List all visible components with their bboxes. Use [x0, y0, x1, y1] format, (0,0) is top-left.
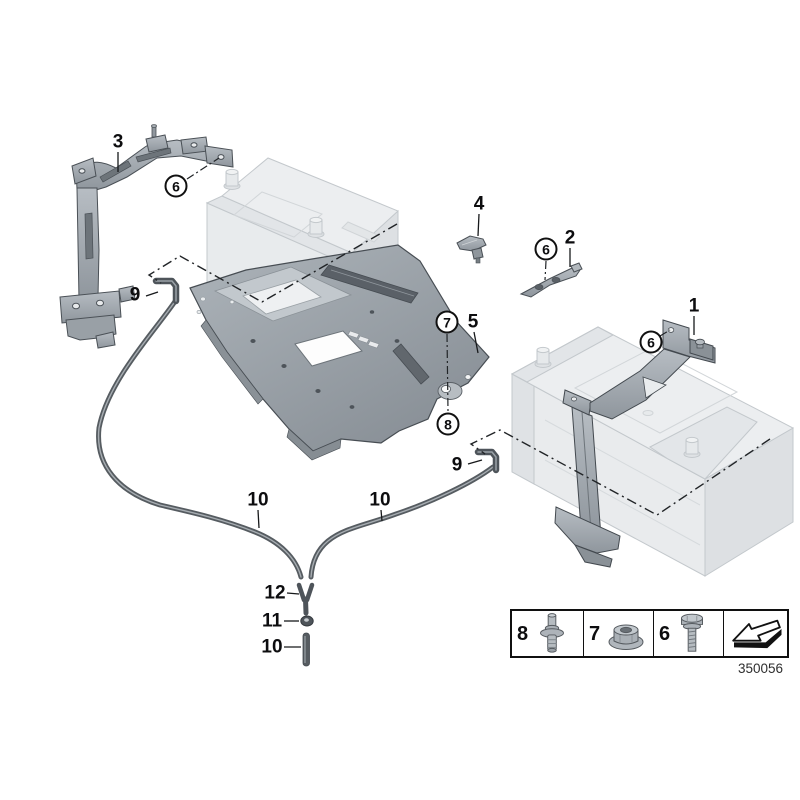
callout-10-bottom[interactable]: 10 — [261, 636, 283, 658]
legend-item-8: 8 — [512, 611, 584, 656]
callout-7-circled[interactable]: 7 — [435, 310, 459, 334]
legend-number-6: 6 — [659, 622, 671, 645]
callout-10-left[interactable]: 10 — [247, 489, 269, 511]
battery-tray — [189, 244, 490, 461]
elbow-connector-left — [152, 277, 180, 305]
callout-2[interactable]: 2 — [564, 227, 576, 249]
callout-1[interactable]: 1 — [688, 295, 700, 317]
callout-8-circled[interactable]: 8 — [436, 412, 460, 436]
rear-battery-bracket — [59, 124, 234, 349]
callout-11[interactable]: 11 — [261, 610, 283, 632]
callout-6-circled-side[interactable]: 6 — [534, 237, 558, 261]
y-connector — [296, 582, 315, 616]
vent-hose-assembly — [96, 277, 500, 667]
callout-6-circled-front[interactable]: 6 — [639, 330, 663, 354]
callout-4[interactable]: 4 — [473, 193, 485, 215]
terminal-clip — [456, 235, 487, 264]
callout-10-right[interactable]: 10 — [369, 489, 391, 511]
diagram-number: 350056 — [737, 661, 783, 676]
legend-number-8: 8 — [517, 622, 529, 645]
callout-9-left[interactable]: 9 — [129, 284, 141, 306]
side-bracket — [519, 262, 583, 298]
callout-6-circled-rear[interactable]: 6 — [164, 174, 188, 198]
locator-line-left — [147, 223, 398, 303]
stud-rivet-icon — [540, 612, 565, 653]
callout-12[interactable]: 12 — [264, 582, 286, 604]
callout-3[interactable]: 3 — [112, 131, 124, 153]
vent-tube — [302, 632, 310, 667]
legend-number-7: 7 — [589, 622, 601, 645]
legend-item-6: 6 — [654, 611, 724, 656]
hex-bolt-icon — [681, 613, 704, 652]
legend-item-7: 7 — [584, 611, 654, 656]
callout-5[interactable]: 5 — [467, 311, 479, 333]
grommet — [300, 615, 314, 627]
legend-item-direction — [724, 611, 787, 656]
fastener-legend: 8 7 — [510, 609, 789, 658]
battery-strap-bracket — [554, 319, 716, 568]
leader-lines — [117, 152, 695, 648]
flange-nut-icon — [608, 624, 644, 650]
direction-arrow-icon — [732, 619, 782, 648]
callout-9-right[interactable]: 9 — [451, 454, 463, 476]
locator-lines — [147, 157, 771, 516]
locator-line-right — [469, 429, 771, 516]
